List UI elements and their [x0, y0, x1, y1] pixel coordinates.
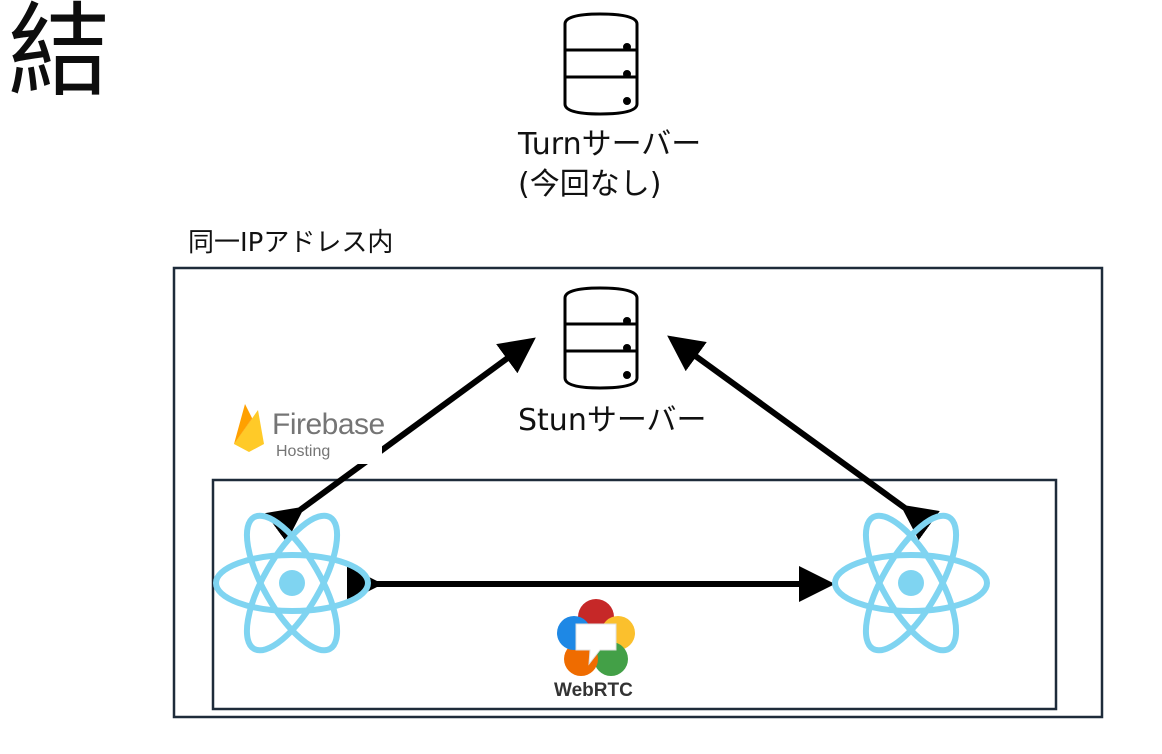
- firebase-subtitle: Hosting: [276, 443, 331, 460]
- react-atom-icon: [213, 512, 371, 654]
- same-ip-region-frame: [172, 266, 1104, 719]
- turn-server-label: Turnサーバー: [518, 127, 702, 162]
- slide-title: 結: [8, 0, 110, 112]
- turn-server-icon: [563, 12, 639, 116]
- clients-frame: [211, 478, 1058, 711]
- arrow-client-right-stun: [667, 335, 940, 541]
- turn-server-note: (今回なし): [518, 167, 662, 202]
- arrow-client-left-stun: [265, 337, 536, 543]
- stun-server-label: Stunサーバー: [518, 403, 707, 438]
- firebase-flame-icon: [228, 402, 382, 464]
- stun-server-icon: [563, 286, 639, 390]
- firebase-wordmark: Firebase: [272, 408, 385, 441]
- webrtc-logo-icon: [557, 599, 635, 676]
- webrtc-wordmark: WebRTC: [554, 680, 633, 701]
- react-atom-icon: [832, 512, 990, 654]
- region-label: 同一IPアドレス内: [188, 228, 394, 258]
